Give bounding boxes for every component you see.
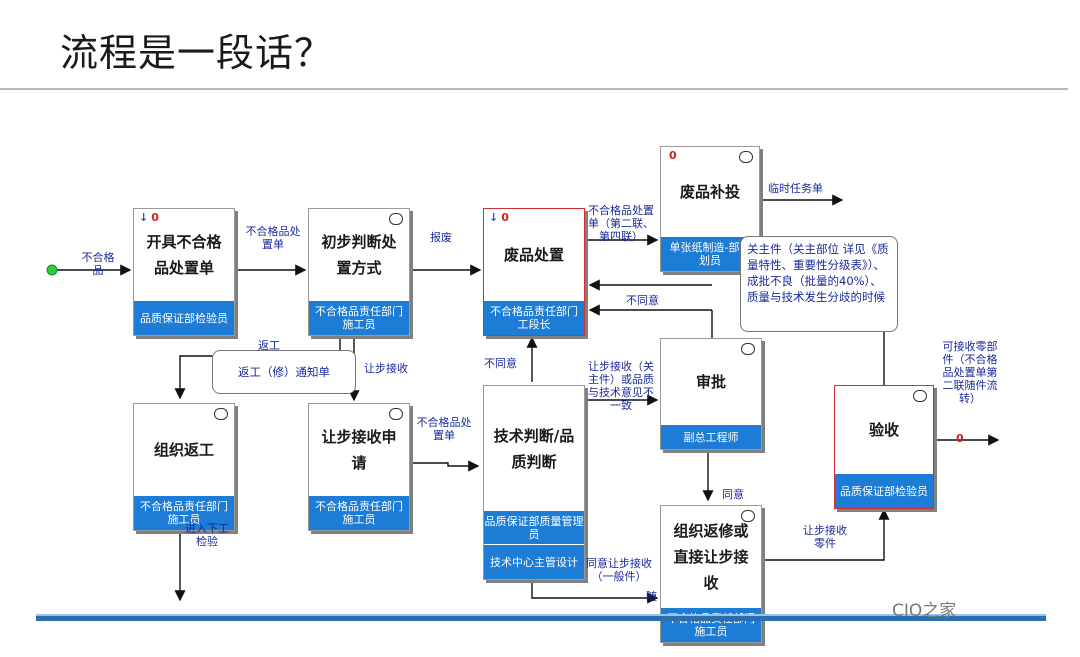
process-role: 不合格品责任部门工段长 bbox=[484, 301, 584, 335]
process-scrap[interactable]: ↓0 废品处置 不合格品责任部门工段长 bbox=[483, 208, 585, 336]
process-name: 组织返工 bbox=[153, 441, 214, 459]
process-name: 组织返修或直接让步接收 bbox=[673, 522, 749, 592]
process-name: 验收 bbox=[868, 421, 899, 439]
process-role: 品质保证部质量管理员 bbox=[484, 510, 584, 545]
comment-icon bbox=[214, 408, 228, 420]
attachment-icon: 0 bbox=[956, 432, 964, 445]
comment-icon bbox=[741, 343, 755, 355]
watermark: CIO之家 bbox=[892, 601, 957, 621]
process-concession-apply[interactable]: 让步接收申请 不合格品责任部门施工员 bbox=[308, 403, 410, 531]
process-name: 审批 bbox=[695, 373, 726, 391]
process-inspect[interactable]: 验收 品质保证部检验员 bbox=[834, 385, 934, 509]
label-form1: 不合格品处置单 bbox=[245, 225, 301, 251]
label-concession-parts: 让步接收零件 bbox=[803, 524, 847, 550]
key-parts-callout: 关主件（关主部位 详见《质量特性、重要性分级表》）、成批不良（批量的40%）、质… bbox=[740, 236, 898, 332]
process-role: 不合格品责任部门施工员 bbox=[309, 301, 409, 335]
process-role-secondary: 技术中心主管设计 bbox=[484, 544, 584, 579]
attachment-icon: 0 bbox=[501, 211, 509, 224]
process-initial-judge[interactable]: 初步判断处置方式 不合格品责任部门施工员 bbox=[308, 208, 410, 336]
down-arrow-icon: ↓ bbox=[489, 211, 499, 224]
label-agree-general: 同意让步接收（一般件） bbox=[586, 557, 652, 583]
attachment-icon: 0 bbox=[669, 149, 677, 162]
process-role: 不合格品责任部门施工员 bbox=[309, 496, 409, 530]
label-form2: 不合格品处置单 bbox=[416, 416, 472, 442]
label-concession-key: 让步接收（关主件）或品质与技术意见不一致 bbox=[588, 360, 654, 412]
box-icons: ↓0 bbox=[489, 212, 509, 224]
process-role: 不合格品责任部门施工员 bbox=[661, 608, 761, 642]
process-name: 初步判断处置方式 bbox=[321, 233, 397, 277]
label-enter-next: 进入下工检验 bbox=[185, 522, 229, 548]
process-name: 废品补投 bbox=[679, 183, 740, 201]
comment-icon bbox=[913, 390, 927, 402]
label-scrap: 报废 bbox=[430, 231, 452, 244]
process-organize-repair[interactable]: 组织返修或直接让步接收 不合格品责任部门施工员 bbox=[660, 505, 762, 643]
process-role: 副总工程师 bbox=[661, 425, 761, 449]
down-arrow-icon: ↓ bbox=[139, 211, 149, 224]
label-concession: 让步接收 bbox=[364, 362, 408, 375]
title-divider bbox=[0, 88, 1068, 90]
process-role: 不合格品责任部门施工员 bbox=[134, 496, 234, 530]
label-nonconforming: 不合格品 bbox=[81, 251, 115, 277]
label-agree: 同意 bbox=[722, 488, 744, 501]
process-name: 技术判断/品质判断 bbox=[493, 426, 575, 471]
process-name: 废品处置 bbox=[503, 246, 564, 264]
rework-notice-callout: 返工（修）通知单 bbox=[212, 350, 356, 394]
start-node bbox=[46, 264, 58, 276]
footer-divider bbox=[36, 614, 1046, 621]
process-name: 开具不合格品处置单 bbox=[146, 233, 222, 277]
box-icons: ↓0 bbox=[139, 212, 159, 224]
label-disagree2: 不同意 bbox=[484, 357, 517, 370]
label-temp-task: 临时任务单 bbox=[768, 182, 823, 195]
label-rework: 返工 bbox=[258, 339, 280, 352]
process-tech-judge[interactable]: 技术判断/品质判断 品质保证部质量管理员 技术中心主管设计 bbox=[483, 385, 585, 580]
comment-icon bbox=[389, 408, 403, 420]
label-accept-parts: 可接收零部件（不合格品处置单第二联随件流转） bbox=[942, 340, 998, 405]
process-role: 品质保证部检验员 bbox=[835, 474, 933, 508]
box-icons: 0 bbox=[666, 150, 677, 162]
process-role: 品质保证部检验员 bbox=[134, 301, 234, 335]
page-title: 流程是一段话？ bbox=[60, 31, 334, 75]
comment-icon bbox=[741, 510, 755, 522]
process-approve[interactable]: 审批 副总工程师 bbox=[660, 338, 762, 450]
label-partial: 随 bbox=[646, 590, 657, 603]
comment-icon bbox=[739, 151, 753, 163]
process-rework[interactable]: 组织返工 不合格品责任部门施工员 bbox=[133, 403, 235, 531]
label-form-copies: 不合格品处置单（第二联、第四联） bbox=[588, 204, 654, 243]
label-disagree1: 不同意 bbox=[626, 294, 659, 307]
comment-icon bbox=[389, 213, 403, 225]
process-open-form[interactable]: ↓0 开具不合格品处置单 品质保证部检验员 bbox=[133, 208, 235, 336]
process-name: 让步接收申请 bbox=[321, 428, 397, 472]
attachment-icon: 0 bbox=[151, 211, 159, 224]
